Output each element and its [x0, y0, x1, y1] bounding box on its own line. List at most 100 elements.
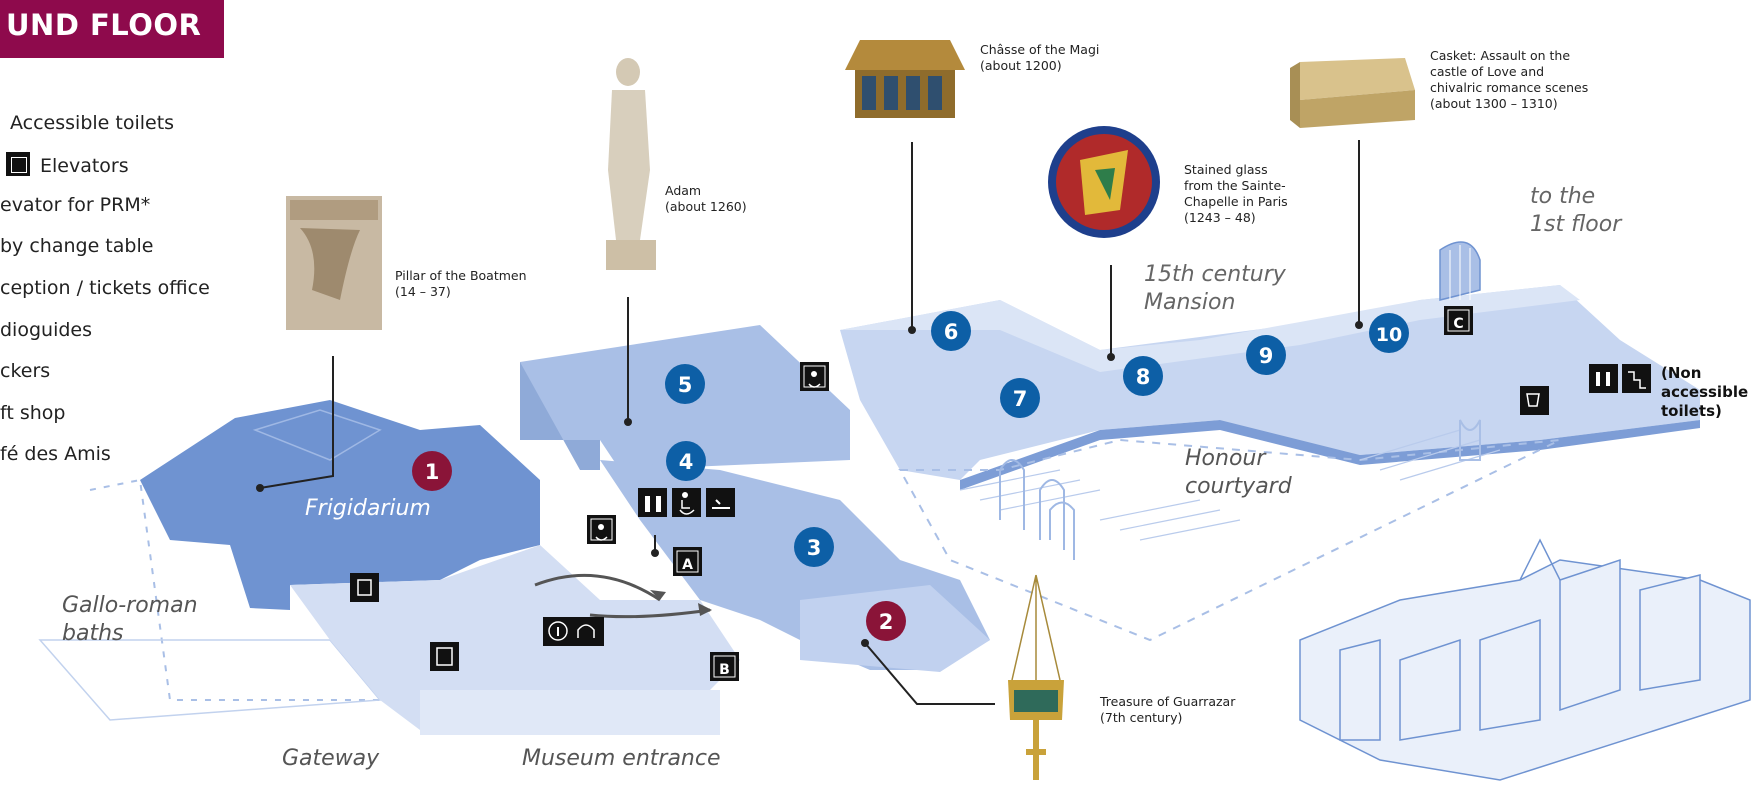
caption-date: (about 1260) — [665, 199, 747, 214]
floor-title-bar: UND FLOOR — [0, 0, 224, 58]
room-number-6: 6 — [944, 320, 959, 344]
room-number-5: 5 — [678, 373, 693, 397]
pillar-of-boatmen-image — [286, 196, 382, 330]
room-marker-10[interactable]: 10 — [1369, 313, 1409, 353]
gallo-roman-baths-outline — [89, 478, 381, 701]
area-line: baths — [62, 621, 124, 646]
shop-icon — [350, 573, 379, 602]
legend-item-cafe: fé des Amis — [0, 443, 111, 465]
elevator-c-icon: C — [1444, 306, 1473, 335]
room-marker-6[interactable]: 6 — [931, 311, 971, 351]
legend-label: Accessible toilets — [10, 112, 175, 134]
frigidarium-inner — [252, 409, 382, 461]
gateway-area — [38, 639, 382, 721]
legend-label: by change table — [0, 235, 154, 257]
legend-label: evator for PRM* — [0, 194, 151, 216]
area-line: Honour — [1185, 446, 1266, 471]
area-honour-courtyard: Honour courtyard — [1185, 445, 1292, 501]
to-first-floor-note: to the 1st floor — [1530, 183, 1621, 239]
caption-line: Chapelle in Paris — [1184, 194, 1288, 209]
east-wing-top — [840, 285, 1580, 372]
caption-date: (1243 – 48) — [1184, 210, 1256, 225]
room-marker-2[interactable]: 2 — [866, 601, 906, 641]
courtyard-hatching — [959, 429, 1501, 541]
legend-label: Elevators — [40, 155, 129, 177]
toilet-line: toilets) — [1661, 402, 1722, 420]
room-number-10: 10 — [1376, 324, 1402, 346]
legend-label: ckers — [0, 360, 51, 382]
elevator-b-icon: B — [710, 652, 739, 681]
prm-elevator-icon-1 — [800, 362, 829, 391]
legend-item-elevators: Elevators — [6, 152, 129, 177]
caption-treasure-of-guarrazar: Treasure of Guarrazar (7th century) — [1100, 694, 1235, 726]
legend-item-accessible-toilets: Accessible toilets — [10, 112, 174, 134]
caption-line: castle of Love and — [1430, 64, 1545, 79]
caption-date: (7th century) — [1100, 710, 1183, 725]
area-gateway: Gateway — [282, 746, 380, 771]
locker-icon — [430, 642, 459, 671]
caption-chasse-of-magi: Châsse of the Magi (about 1200) — [980, 42, 1099, 74]
room-number-2: 2 — [879, 610, 894, 634]
room-marker-4[interactable]: 4 — [666, 441, 706, 481]
room-number-1: 1 — [425, 460, 440, 484]
elevator-b-letter: B — [719, 662, 730, 678]
room-number-8: 8 — [1136, 365, 1151, 389]
floor-title: UND FLOOR — [6, 8, 202, 42]
caption-line: from the Sainte- — [1184, 178, 1286, 193]
caption-title: Pillar of the Boatmen — [395, 268, 527, 283]
legend-item-shop: ft shop — [0, 402, 65, 424]
elevator-icon — [6, 152, 30, 176]
legend-item-reception: ception / tickets office — [0, 277, 210, 299]
fountain — [1459, 419, 1481, 461]
room-marker-9[interactable]: 9 — [1246, 335, 1286, 375]
non-accessible-toilets-icon — [1589, 364, 1651, 393]
area-line: 1st floor — [1530, 212, 1622, 237]
caption-title: Adam — [665, 183, 702, 198]
legend-label: fé des Amis — [0, 443, 111, 465]
caption-stained-glass: Stained glass from the Sainte- Chapelle … — [1184, 162, 1288, 226]
caption-line: chivalric romance scenes — [1430, 80, 1589, 95]
area-line: Mansion — [1144, 290, 1236, 315]
prm-elevator-icon-2 — [587, 515, 616, 544]
caption-date: (14 – 37) — [395, 284, 451, 299]
room-marker-3[interactable]: 3 — [794, 527, 834, 567]
room-number-4: 4 — [679, 450, 694, 474]
entrance-hall — [290, 545, 740, 730]
legend-label: ft shop — [0, 402, 66, 424]
elevator-a-letter: A — [682, 557, 693, 573]
toilet-line: accessible — [1661, 383, 1749, 401]
caption-pillar-of-boatmen: Pillar of the Boatmen (14 – 37) — [395, 268, 527, 300]
arrow-head-1 — [650, 590, 666, 600]
non-accessible-toilets-label: (Non accessible toilets) — [1661, 364, 1748, 421]
room-marker-1[interactable]: 1 — [412, 451, 452, 491]
caption-title: Treasure of Guarrazar — [1100, 694, 1236, 709]
adam-statue-image — [606, 58, 656, 270]
east-wing-edge — [960, 420, 1700, 490]
room-marker-7[interactable]: 7 — [1000, 378, 1040, 418]
area-frigidarium: Frigidarium — [305, 496, 431, 521]
caption-line: Stained glass — [1184, 162, 1268, 177]
chasse-of-magi-image — [845, 40, 965, 118]
circulation-arrows — [534, 573, 711, 619]
area-line: courtyard — [1185, 474, 1292, 499]
legend-item-baby-change: by change table — [0, 235, 153, 257]
elevator-c-letter: C — [1453, 316, 1463, 332]
room-number-9: 9 — [1259, 344, 1274, 368]
casket-image — [1290, 58, 1415, 128]
elevator-a-icon: A — [673, 547, 702, 576]
caption-date: (about 1200) — [980, 58, 1062, 73]
caption-date: (about 1300 – 1310) — [1430, 96, 1558, 111]
room-number-3: 3 — [807, 536, 822, 560]
room-marker-8[interactable]: 8 — [1123, 356, 1163, 396]
legend-label: dioguides — [0, 319, 92, 341]
leader-dots — [256, 321, 1363, 647]
treasure-of-guarrazar-image — [1008, 574, 1064, 780]
chapel-arches — [999, 459, 1075, 560]
leader-lines — [259, 140, 1360, 705]
arrow-head-2 — [698, 603, 712, 616]
room-5-front — [520, 362, 600, 470]
room-marker-5[interactable]: 5 — [665, 364, 705, 404]
info-audioguide-icon — [543, 617, 604, 646]
cafe-icon — [1520, 386, 1549, 415]
